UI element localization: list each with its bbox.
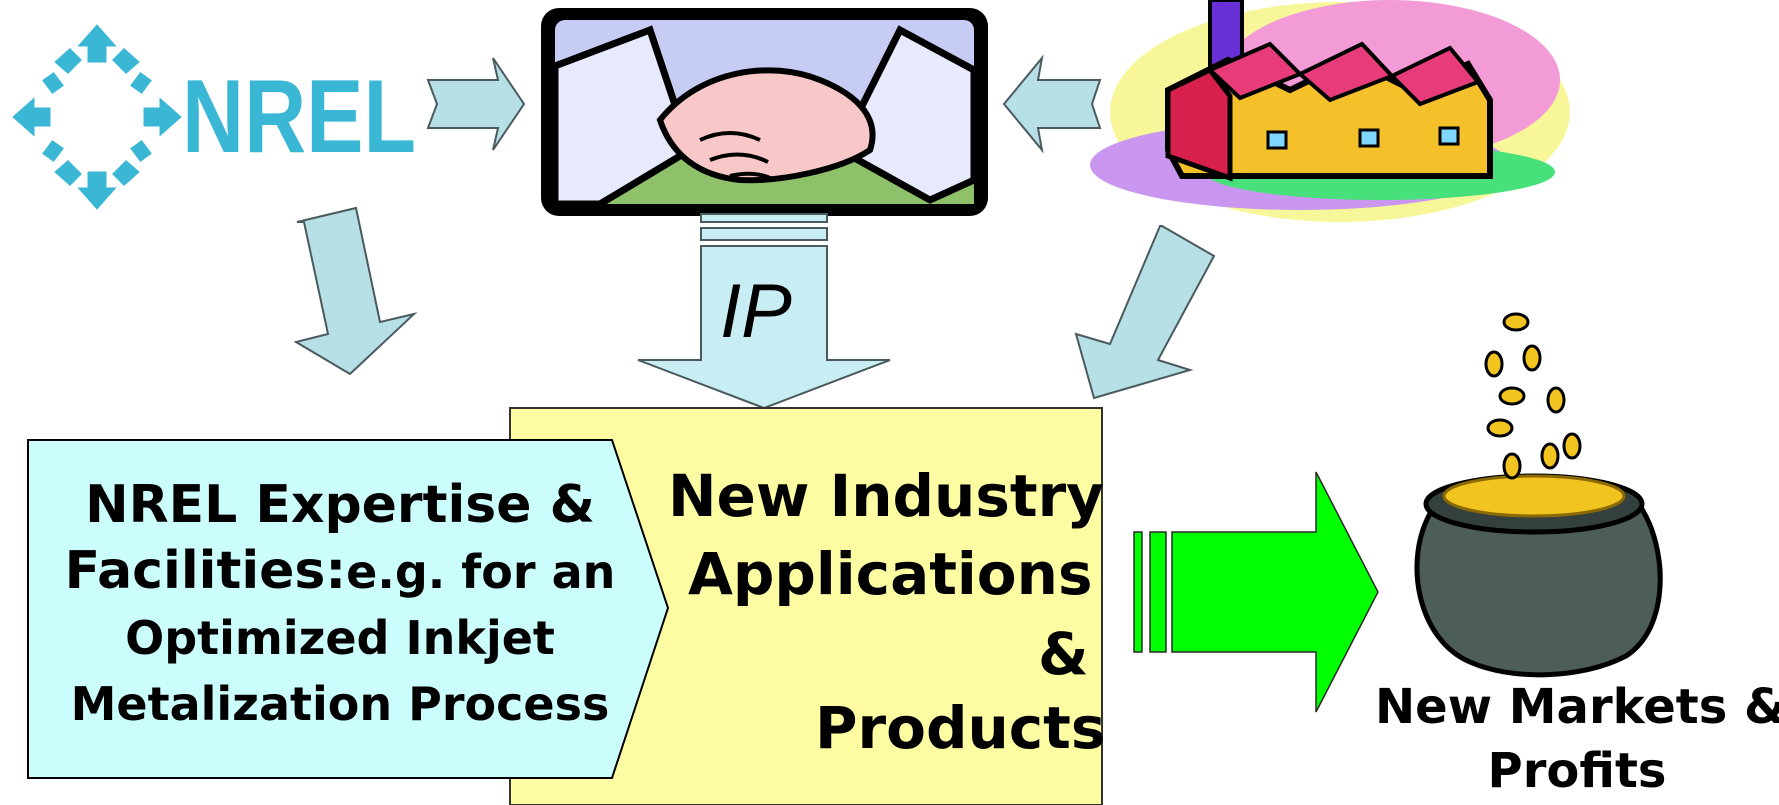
outcome-text: New Markets & Profits bbox=[1375, 675, 1779, 803]
expertise-text: NREL Expertise & Facilities:e.g. for an … bbox=[30, 472, 650, 737]
pot-of-gold-icon bbox=[1414, 312, 1663, 678]
expertise-line-2-rest: e.g. for an bbox=[346, 545, 616, 599]
handshake-icon bbox=[541, 8, 988, 216]
ip-label: IP bbox=[720, 269, 792, 354]
factory-icon bbox=[1090, 0, 1570, 222]
industry-line-1: New Industry bbox=[668, 462, 1104, 530]
nrel-wordmark: NREL bbox=[182, 66, 416, 161]
green-arrow bbox=[1133, 471, 1379, 713]
expertise-line-2: Facilities:e.g. for an bbox=[30, 538, 650, 605]
arrow-logo-to-handshake bbox=[426, 57, 526, 151]
industry-line-2: Applications bbox=[688, 540, 1093, 608]
expertise-line-4: Metalization Process bbox=[70, 677, 610, 731]
arrow-factory-down bbox=[1074, 225, 1216, 400]
industry-line-4: Products bbox=[815, 694, 1106, 762]
expertise-line-3: Optimized Inkjet bbox=[125, 611, 555, 665]
nrel-wordmark-text: NREL bbox=[182, 66, 416, 161]
expertise-line-1: NREL Expertise & bbox=[85, 475, 595, 535]
arrow-logo-down bbox=[293, 206, 418, 376]
ip-arrow bbox=[637, 213, 891, 410]
outcome-line-2: Profits bbox=[1487, 743, 1667, 799]
expertise-box bbox=[27, 439, 670, 779]
arrow-factory-to-handshake bbox=[1002, 54, 1102, 154]
outcome-line-1: New Markets & bbox=[1375, 679, 1779, 735]
industry-line-3: & bbox=[1038, 620, 1089, 688]
expertise-line-2-bold: Facilities: bbox=[64, 541, 347, 601]
nrel-logo-icon bbox=[7, 19, 187, 215]
